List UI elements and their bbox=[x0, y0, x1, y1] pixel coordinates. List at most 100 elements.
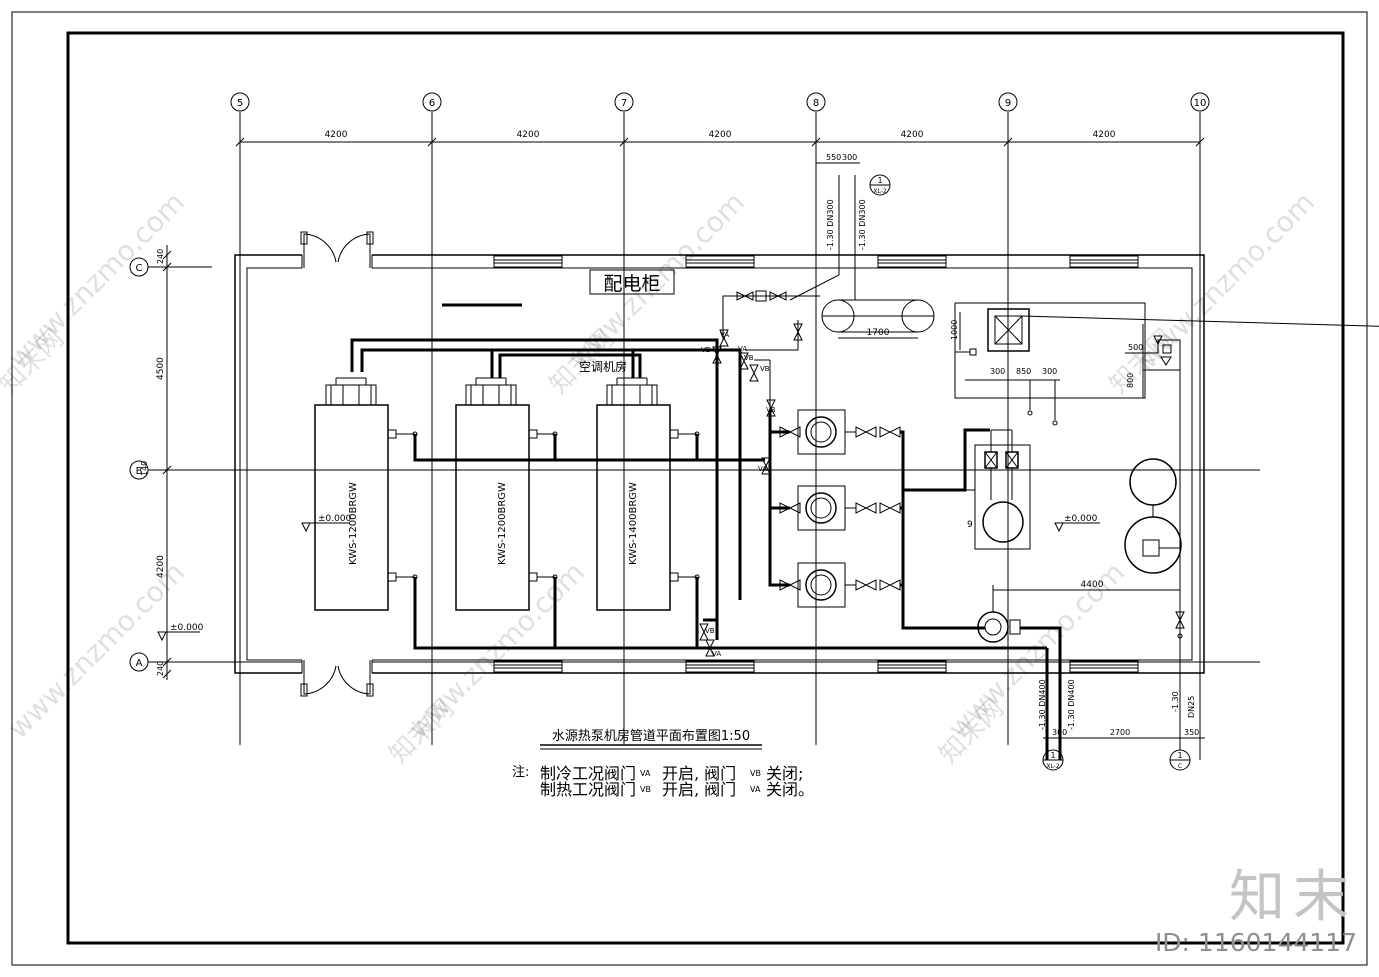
grid-label-5: 5 bbox=[237, 98, 243, 109]
switchgear-box bbox=[589, 269, 675, 295]
dim-800: 800 bbox=[1126, 373, 1135, 388]
switchgear-label: 配电柜 bbox=[603, 273, 660, 295]
ac-room-label: 空调机房 bbox=[579, 359, 627, 374]
note-line2-vb: VB bbox=[640, 785, 651, 794]
collectors: 1700 bbox=[821, 299, 935, 339]
softener-equipment: 1000 500 800 300 850 300 9 bbox=[950, 302, 1379, 660]
dim-350: 350 bbox=[1184, 728, 1199, 737]
valve-vb-5: VB bbox=[705, 627, 715, 635]
grid-bubble-6 bbox=[422, 92, 442, 112]
dim-2700: 2700 bbox=[1110, 728, 1130, 737]
row-dim-240-bot: 240 bbox=[156, 661, 165, 676]
grid-label-9: 9 bbox=[1005, 98, 1011, 109]
span-dim-2: 4200 bbox=[517, 130, 540, 140]
row-bubble-c bbox=[129, 257, 149, 277]
door-bottom-right bbox=[337, 660, 371, 695]
unit-3-model: KWS-1400BRGW bbox=[628, 482, 639, 565]
span-dim-4: 4200 bbox=[901, 130, 924, 140]
dim-550: 550 bbox=[826, 153, 841, 162]
valve-va-4: VA bbox=[712, 650, 721, 658]
title-block: 水源热泵机房管道平面布置图1:50 注: 制冷工况阀门 VA 开启, 阀门 VB… bbox=[512, 728, 814, 799]
valve-vb-2: VB bbox=[744, 354, 754, 362]
ref-callout-bot-sheet: XL-2 bbox=[1046, 763, 1060, 770]
ref-callout-bot-num: 1 bbox=[1050, 751, 1055, 760]
grid-bubble-5 bbox=[230, 92, 250, 112]
circulation-pumps bbox=[779, 409, 901, 608]
bottom-pipe-annotations: -1.30 DN400 -1.30 DN400 -1.30 DN25 300 2… bbox=[1038, 660, 1205, 771]
door-top-right bbox=[337, 233, 371, 268]
row-label-b: B bbox=[136, 466, 143, 477]
grid-label-6: 6 bbox=[429, 98, 435, 109]
level-floor-1: ±0.000 bbox=[318, 514, 352, 524]
grid-label-7: 7 bbox=[621, 98, 627, 109]
level-floor-2: ±0.000 bbox=[1064, 514, 1098, 524]
wm-cn-3: 知末网 bbox=[1104, 324, 1180, 400]
grid-bubble-7 bbox=[614, 92, 634, 112]
valve-va-2: VA bbox=[738, 345, 747, 353]
unit-1-model: KWS-1200BRGW bbox=[348, 482, 359, 565]
dim-1000: 1000 bbox=[950, 320, 959, 340]
makeup-pump: 4400 bbox=[977, 580, 1180, 643]
grid-bubble-10 bbox=[1190, 92, 1210, 112]
note-line2-a: 制热工况阀门 bbox=[540, 780, 636, 799]
dim-1700: 1700 bbox=[867, 328, 890, 338]
grid-label-8: 8 bbox=[813, 98, 819, 109]
watermark-id: ID: 1160144117 bbox=[1154, 928, 1357, 957]
ref-callout-c-sheet: C bbox=[1178, 763, 1182, 770]
level-floor-3: ±0.000 bbox=[170, 623, 204, 633]
row-dim-4200: 4200 bbox=[156, 555, 166, 578]
note-line1-vb: VB bbox=[750, 769, 761, 778]
door-top-left bbox=[303, 233, 337, 268]
note-line2-c: 关闭。 bbox=[766, 780, 814, 799]
pipe-label-drain: -1.30 bbox=[1171, 691, 1180, 712]
wm-4: www.znzmo.com bbox=[2, 556, 191, 745]
dim-300b: 300 bbox=[990, 367, 1005, 376]
ref-callout-top-num: 1 bbox=[877, 176, 882, 185]
note-line1-c: 关闭; bbox=[766, 764, 803, 783]
drawing-title: 水源热泵机房管道平面布置图1:50 bbox=[552, 728, 750, 744]
pipe-label-bot-left: -1.30 DN400 bbox=[1038, 679, 1047, 730]
note-line2-b: 开启, 阀门 bbox=[662, 780, 736, 799]
row-label-c: C bbox=[136, 263, 143, 274]
row-dim-140: 140 bbox=[140, 461, 149, 476]
building-walls bbox=[170, 231, 1205, 697]
door-bottom-left bbox=[303, 660, 337, 695]
windows bbox=[493, 255, 1139, 673]
heat-pump-units: KWS-1200BRGW KWS-1200BRGW KWS-1400BRGW bbox=[314, 377, 700, 611]
row-bubble-b bbox=[129, 460, 149, 480]
row-bubble-a bbox=[129, 652, 149, 672]
ref-callout-top-sheet: XL-2 bbox=[873, 188, 887, 195]
expansion-tank-2 bbox=[1124, 516, 1182, 574]
dim-300d: 300 bbox=[1052, 728, 1067, 737]
equip-9-label: 9 bbox=[967, 520, 973, 530]
heat-pump-unit-2 bbox=[455, 404, 530, 611]
span-dim-3: 4200 bbox=[709, 130, 732, 140]
valve-va-3: VA bbox=[758, 465, 767, 473]
valve-va-1: VA bbox=[720, 331, 729, 339]
note-line1-va: VA bbox=[640, 769, 651, 778]
top-valve-cluster bbox=[699, 290, 803, 657]
pipe-label-top-left: -1.30 DN300 bbox=[826, 199, 835, 250]
grid-label-10: 10 bbox=[1194, 98, 1207, 109]
corner-watermark: 知末 ID: 1160144117 bbox=[1155, 867, 1357, 957]
row-dim-4500: 4500 bbox=[156, 357, 166, 380]
watermark-brand: 知末 bbox=[1229, 865, 1357, 930]
dim-300a: 300 bbox=[842, 153, 857, 162]
column-grid: 5 6 7 8 9 10 4200 4200 4200 4200 4200 bbox=[230, 92, 1210, 760]
dim-4400: 4400 bbox=[1081, 580, 1104, 590]
valve-vb-4: VB bbox=[766, 406, 776, 414]
dim-500: 500 bbox=[1128, 343, 1143, 352]
note-line1-a: 制冷工况阀门 bbox=[540, 764, 636, 783]
grid-bubble-9 bbox=[998, 92, 1018, 112]
note-label: 注: bbox=[512, 765, 529, 780]
pipe-label-drain-size: DN25 bbox=[1187, 696, 1196, 718]
unit-2-model: KWS-1200BRGW bbox=[497, 482, 508, 565]
valve-vb-1: VB bbox=[701, 346, 711, 354]
top-pipe-annotations: 550 300 -1.30 DN300 -1.30 DN300 1 XL-2 bbox=[816, 153, 891, 250]
expansion-tank-1 bbox=[1129, 458, 1177, 506]
ref-callout-c-num: 1 bbox=[1177, 751, 1182, 760]
span-dim-1: 4200 bbox=[325, 130, 348, 140]
note-line2-va: VA bbox=[750, 785, 761, 794]
row-dim-240-top: 240 bbox=[156, 249, 165, 264]
